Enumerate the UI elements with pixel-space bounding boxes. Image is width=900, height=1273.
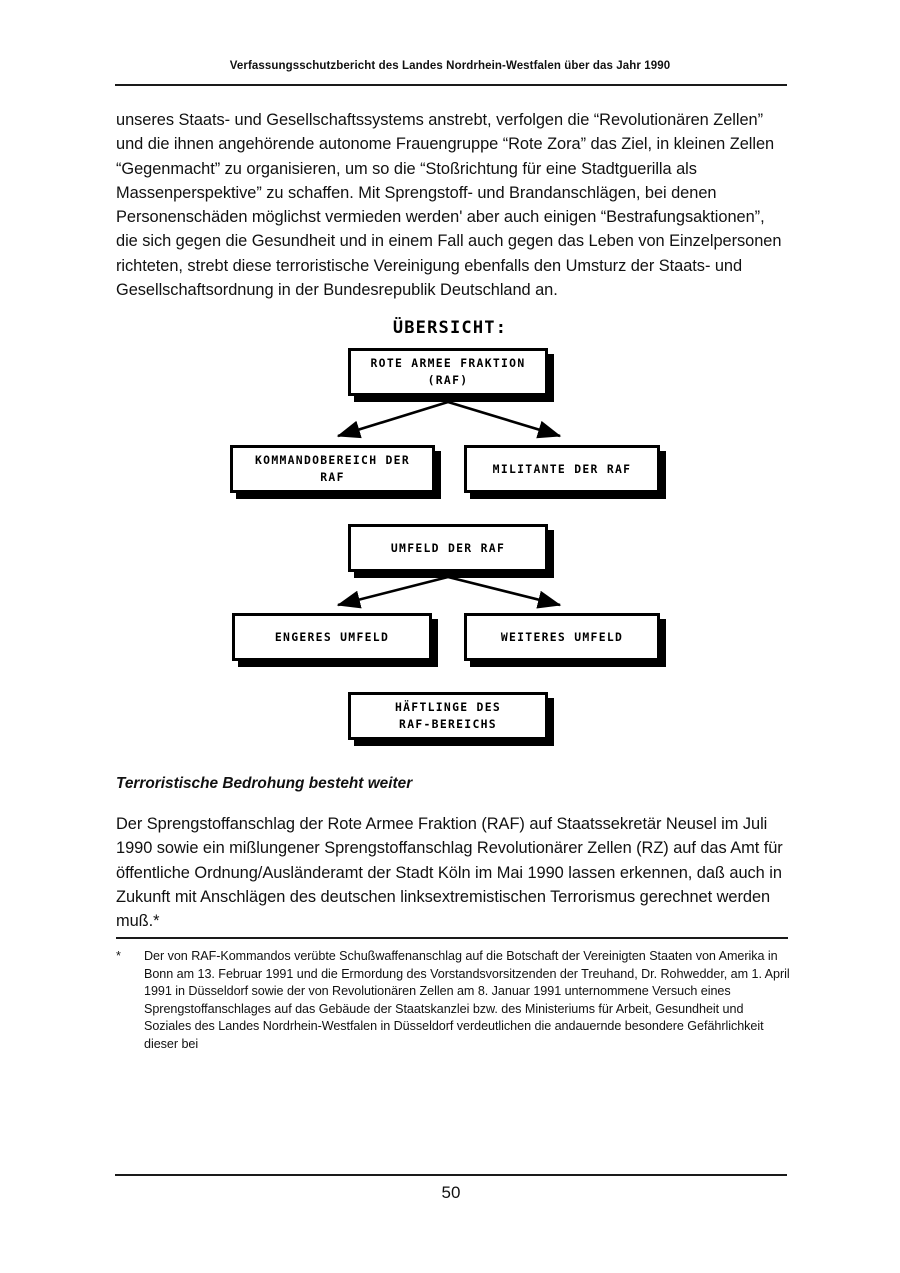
diagram-box-militante: MILITANTE DER RAF <box>464 445 660 493</box>
diagram-box-engeres-umfeld-label: ENGERES UMFELD <box>274 629 390 644</box>
diagram-box-militante-label: MILITANTE DER RAF <box>492 461 632 476</box>
diagram-box-kommandobereich-label: KOMMANDOBEREICH DER RAF <box>255 453 410 484</box>
footnote: * Der von RAF-Kommandos verübte Schußwaf… <box>116 948 791 1054</box>
diagram-title: ÜBERSICHT: <box>392 318 508 338</box>
diagram-box-weiteres-umfeld-label: WEITERES UMFELD <box>500 629 624 644</box>
diagram-box-weiteres-umfeld: WEITERES UMFELD <box>464 613 660 661</box>
footer-divider <box>115 1174 787 1176</box>
diagram-box-engeres-umfeld: ENGERES UMFELD <box>232 613 432 661</box>
diagram-box-kommandobereich: KOMMANDOBEREICH DER RAF <box>230 445 435 493</box>
footnote-marker: * <box>116 949 121 963</box>
diagram-box-raf: ROTE ARMEE FRAKTION (RAF) <box>348 348 548 396</box>
footnote-text: Der von RAF-Kommandos verübte Schußwaffe… <box>144 949 790 1051</box>
diagram-box-haeftlinge-label: HÄFTLINGE DES RAF-BEREICHS <box>394 700 502 731</box>
header-divider <box>115 84 787 86</box>
diagram-box-umfeld-label: UMFELD DER RAF <box>390 540 506 555</box>
diagram-box-umfeld: UMFELD DER RAF <box>348 524 548 572</box>
page-number: 50 <box>441 1183 461 1202</box>
section-heading: Terroristische Bedrohung besteht weiter <box>116 775 413 792</box>
diagram-box-raf-label: ROTE ARMEE FRAKTION (RAF) <box>370 356 526 387</box>
intro-paragraph: unseres Staats- und Gesellschaftssystems… <box>116 111 782 300</box>
diagram-box-haeftlinge: HÄFTLINGE DES RAF-BEREICHS <box>348 692 548 740</box>
footnote-divider <box>116 937 788 939</box>
running-header-title: Verfassungsschutzbericht des Landes Nord… <box>229 60 671 72</box>
raf-structure-diagram: ÜBERSICHT: ROTE ARMEE FRAKTION (RAF) KOM… <box>180 318 720 758</box>
threat-paragraph: Der Sprengstoffanschlag der Rote Armee F… <box>116 815 783 931</box>
